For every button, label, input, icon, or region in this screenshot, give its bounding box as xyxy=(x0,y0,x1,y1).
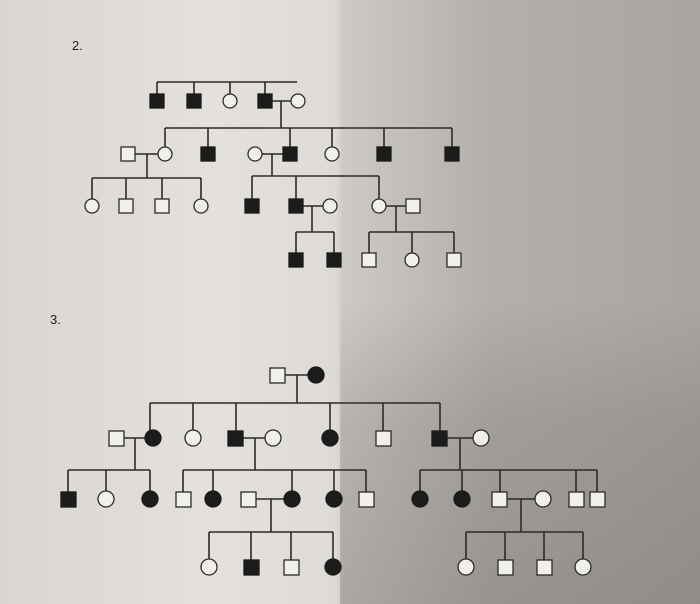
affected-male-symbol xyxy=(243,559,260,576)
unaffected-male-symbol xyxy=(269,367,286,384)
unaffected-female-symbol xyxy=(247,146,263,162)
affected-female-symbol xyxy=(324,558,342,576)
unaffected-female-symbol xyxy=(264,429,282,447)
affected-female-symbol xyxy=(453,490,471,508)
affected-male-symbol xyxy=(244,198,260,214)
unaffected-male-symbol xyxy=(118,198,134,214)
affected-male-symbol xyxy=(282,146,298,162)
unaffected-male-symbol xyxy=(536,559,553,576)
affected-female-symbol xyxy=(411,490,429,508)
unaffected-female-symbol xyxy=(157,146,173,162)
unaffected-male-symbol xyxy=(175,491,192,508)
shadow-overlay xyxy=(340,300,700,604)
unaffected-male-symbol xyxy=(375,430,392,447)
unaffected-male-symbol xyxy=(108,430,125,447)
affected-female-symbol xyxy=(283,490,301,508)
affected-male-symbol xyxy=(376,146,392,162)
unaffected-male-symbol xyxy=(589,491,606,508)
affected-female-symbol xyxy=(321,429,339,447)
affected-male-symbol xyxy=(257,93,273,109)
unaffected-female-symbol xyxy=(290,93,306,109)
unaffected-male-symbol xyxy=(497,559,514,576)
affected-female-symbol xyxy=(144,429,162,447)
unaffected-female-symbol xyxy=(404,252,420,268)
unaffected-male-symbol xyxy=(283,559,300,576)
unaffected-female-symbol xyxy=(184,429,202,447)
affected-female-symbol xyxy=(141,490,159,508)
unaffected-female-symbol xyxy=(84,198,100,214)
question-number-2: 2. xyxy=(72,38,83,53)
unaffected-female-symbol xyxy=(322,198,338,214)
unaffected-female-symbol xyxy=(574,558,592,576)
unaffected-female-symbol xyxy=(222,93,238,109)
unaffected-male-symbol xyxy=(240,491,257,508)
unaffected-male-symbol xyxy=(568,491,585,508)
affected-male-symbol xyxy=(431,430,448,447)
affected-male-symbol xyxy=(186,93,202,109)
unaffected-male-symbol xyxy=(120,146,136,162)
unaffected-male-symbol xyxy=(446,252,462,268)
unaffected-female-symbol xyxy=(472,429,490,447)
question-number-3: 3. xyxy=(50,312,61,327)
unaffected-female-symbol xyxy=(97,490,115,508)
unaffected-female-symbol xyxy=(534,490,552,508)
unaffected-male-symbol xyxy=(361,252,377,268)
affected-female-symbol xyxy=(325,490,343,508)
unaffected-female-symbol xyxy=(457,558,475,576)
unaffected-female-symbol xyxy=(200,558,218,576)
affected-female-symbol xyxy=(204,490,222,508)
unaffected-female-symbol xyxy=(324,146,340,162)
unaffected-female-symbol xyxy=(193,198,209,214)
unaffected-female-symbol xyxy=(371,198,387,214)
unaffected-male-symbol xyxy=(358,491,375,508)
unaffected-male-symbol xyxy=(154,198,170,214)
affected-male-symbol xyxy=(200,146,216,162)
affected-female-symbol xyxy=(307,366,325,384)
affected-male-symbol xyxy=(288,252,304,268)
affected-male-symbol xyxy=(326,252,342,268)
affected-male-symbol xyxy=(288,198,304,214)
affected-male-symbol xyxy=(60,491,77,508)
unaffected-male-symbol xyxy=(405,198,421,214)
affected-male-symbol xyxy=(444,146,460,162)
unaffected-male-symbol xyxy=(491,491,508,508)
affected-male-symbol xyxy=(149,93,165,109)
affected-male-symbol xyxy=(227,430,244,447)
